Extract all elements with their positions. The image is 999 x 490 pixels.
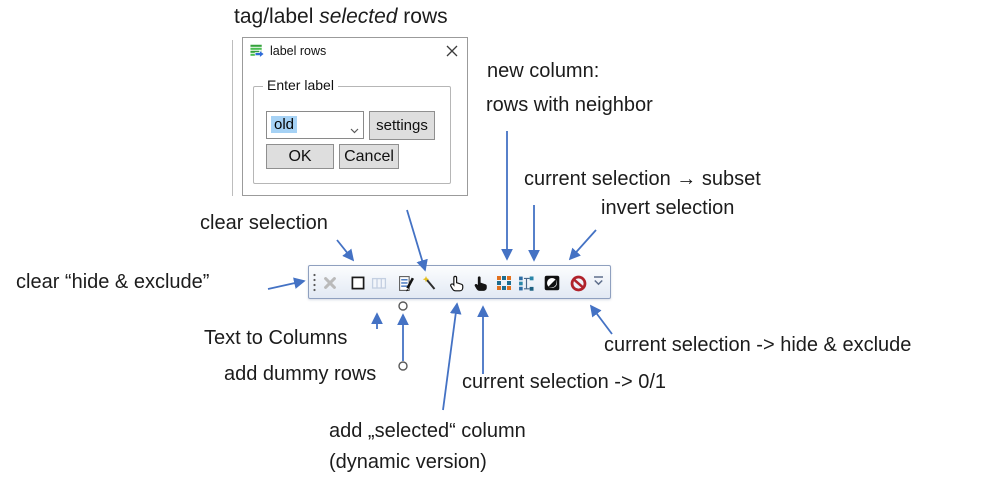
selection-rectangle-icon xyxy=(351,276,365,290)
groupbox-label: Enter label xyxy=(263,77,338,93)
invert-selection-button[interactable] xyxy=(542,270,562,296)
annotation-tag-label-rows: tag/label selected rows xyxy=(234,5,448,29)
overflow-chevron-icon[interactable] xyxy=(593,275,604,293)
annotation-tag-label-italic: selected xyxy=(319,5,398,28)
annotation-add-selected-2: (dynamic version) xyxy=(329,451,487,473)
dialog-edge-line xyxy=(232,40,233,196)
annotation-new-column-2: rows with neighbor xyxy=(486,94,653,116)
subset-hierarchy-icon xyxy=(518,275,534,291)
dialog-title: label rows xyxy=(270,44,327,58)
ok-button[interactable]: OK xyxy=(266,144,334,169)
dynamic-selected-column-button[interactable] xyxy=(446,270,466,296)
hand-pointer-filled-icon xyxy=(474,275,487,291)
dialog-titlebar[interactable]: label rows xyxy=(243,38,467,64)
annotation-clear-hide-exclude: clear “hide & exclude” xyxy=(16,271,210,293)
arrow-selection-to-hide-exclude xyxy=(589,304,613,335)
label-rows-dialog: label rows Enter label old settings OK C… xyxy=(242,37,468,196)
label-rows-button[interactable] xyxy=(396,270,416,296)
no-entry-icon xyxy=(570,275,586,291)
selection-toolbar xyxy=(308,265,611,299)
hand-pointer-outline-icon xyxy=(449,275,463,291)
arrow-clear-selection xyxy=(336,239,355,262)
selection-to-01-button[interactable] xyxy=(470,270,490,296)
close-icon[interactable] xyxy=(444,43,460,59)
arrow-add-selected-column xyxy=(442,302,462,411)
chevron-down-icon[interactable] xyxy=(350,121,359,139)
enter-label-groupbox: Enter label xyxy=(253,77,451,184)
annotation-clear-selection: clear selection xyxy=(200,212,328,234)
connector-endpoint-circle-bottom xyxy=(398,361,408,371)
annotation-new-column-1: new column: xyxy=(487,60,600,82)
annotation-text-to-columns: Text to Columns xyxy=(204,327,348,349)
annotation-tag-label-post: rows xyxy=(397,5,448,28)
arrow-dialog-to-toolbar xyxy=(406,209,428,272)
settings-button[interactable]: settings xyxy=(369,111,435,140)
label-rows-app-icon xyxy=(250,44,265,64)
text-to-columns-icon xyxy=(371,277,387,289)
cancel-button[interactable]: Cancel xyxy=(339,144,399,169)
label-combobox[interactable]: old xyxy=(266,111,364,139)
annotation-selection-to-01: current selection -> 0/1 xyxy=(462,371,666,393)
combobox-value: old xyxy=(271,116,298,133)
annotation-selection-to-subset: current selection → subset xyxy=(524,168,761,190)
text-to-columns-button[interactable] xyxy=(369,270,389,296)
arrow-clear-hide-exclude xyxy=(267,277,306,290)
clear-hide-exclude-button[interactable] xyxy=(320,270,340,296)
neighbor-grid-icon xyxy=(497,276,511,290)
selection-to-subset-button[interactable] xyxy=(516,270,536,296)
annotation-add-selected-1: add „selected“ column xyxy=(329,420,526,442)
annotation-tag-label-pre: tag/label xyxy=(234,5,320,28)
arrow-invert-selection xyxy=(568,229,597,261)
add-selected-column-button[interactable] xyxy=(420,270,440,296)
annotation-invert-selection: invert selection xyxy=(601,197,735,219)
magic-wand-icon xyxy=(422,275,436,290)
selection-to-hide-exclude-button[interactable] xyxy=(568,270,588,296)
rows-with-neighbor-button[interactable] xyxy=(494,270,514,296)
clear-selection-button[interactable] xyxy=(348,270,368,296)
annotation-add-dummy-rows: add dummy rows xyxy=(224,363,377,385)
label-rows-icon xyxy=(398,275,414,291)
invert-selection-icon xyxy=(544,275,560,291)
clear-x-icon xyxy=(324,277,336,289)
annotation-selection-to-hide-exclude: current selection -> hide & exclude xyxy=(604,334,912,356)
drag-grip-icon[interactable] xyxy=(312,270,317,301)
connector-endpoint-circle-top xyxy=(398,301,408,311)
